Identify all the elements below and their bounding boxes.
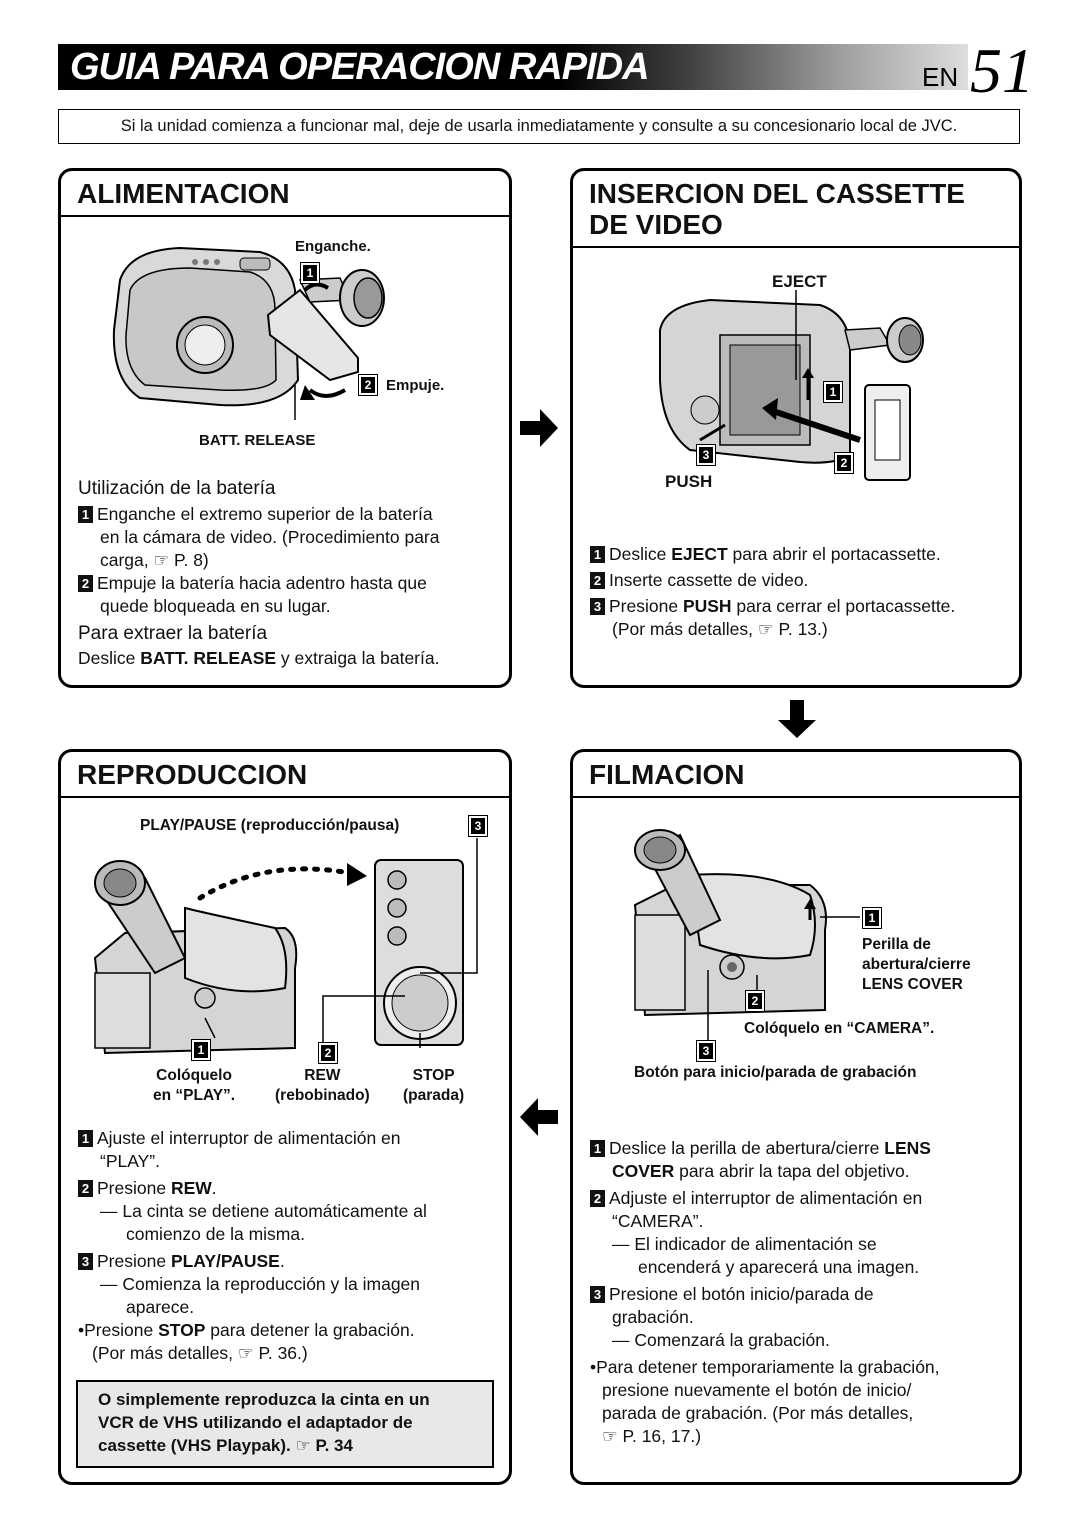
step-marker-2: 2 (318, 1042, 338, 1064)
label-empuje: Empuje. (386, 377, 445, 394)
step-marker-2: 2 (358, 374, 378, 396)
label-eject: EJECT (772, 272, 827, 291)
label-boton-grabacion: Botón para inicio/parada de grabación (634, 1064, 917, 1081)
vhs-playpak-note: O simplemente reproduzca la cinta en un … (76, 1380, 494, 1468)
playback-camcorder-illustration (93, 838, 478, 1055)
subheading-utilizacion: Utilización de la batería (78, 478, 276, 499)
label-enganche: Enganche. (295, 238, 371, 255)
step-marker-2: 2 (834, 452, 854, 474)
remove-instruction: Deslice BATT. RELEASE y extraiga la bate… (78, 648, 440, 668)
page-number: 51 (970, 35, 1034, 106)
step-marker-1: 1 (300, 262, 320, 284)
arrow-left-icon (520, 1098, 558, 1136)
panel-title: INSERCION DEL CASSETTE DE VIDEO (573, 171, 1019, 248)
step-2-cont: quede bloqueada en su lugar. (100, 596, 331, 616)
step-2-note-cont: encenderá y aparecerá una imagen. (638, 1257, 920, 1277)
step-1-cont2: carga, ☞ P. 8) (100, 550, 209, 570)
label-perilla-lens-cover: Perilla de abertura/cierre LENS COVER (862, 936, 971, 993)
pause-bullet-cont2: parada de grabación. (Por más detalles, (602, 1403, 914, 1423)
step-marker-3: 3 (696, 444, 716, 466)
step-1-cont: en la cámara de video. (Procedimiento pa… (100, 527, 440, 547)
step-2-cont: “CAMERA”. (612, 1211, 704, 1231)
step-marker-1: 1 (191, 1039, 211, 1061)
step-marker-2: 2 (745, 990, 765, 1012)
label-stop: STOP(parada) (403, 1067, 465, 1104)
step-marker-1: 1 (862, 907, 882, 929)
step-3-cont: grabación. (612, 1307, 694, 1327)
step-3-note: — Comenzará la grabación. (612, 1330, 830, 1350)
cassette-insertion-illustration (659, 290, 924, 481)
step-2-note: — La cinta se detiene automáticamente al (100, 1201, 427, 1221)
stop-bullet-cont: (Por más detalles, ☞ P. 36.) (92, 1343, 308, 1363)
subheading-extraer: Para extraer la batería (78, 623, 268, 644)
language-tag: EN (922, 62, 959, 92)
panel-title: FILMACION (573, 752, 1019, 798)
label-camera: Colóquelo en “CAMERA”. (744, 1020, 935, 1037)
pause-bullet-cont3: ☞ P. 16, 17.) (602, 1426, 702, 1446)
label-rew: REW(rebobinado) (275, 1067, 370, 1104)
page-title: GUIA PARA OPERACION RAPIDA (70, 46, 650, 88)
label-batt-release: BATT. RELEASE (199, 432, 316, 449)
recording-camcorder-illustration (633, 829, 860, 1040)
pause-bullet-cont: presione nuevamente el botón de inicio/ (602, 1380, 912, 1400)
label-playpause: PLAY/PAUSE (reproducción/pausa) (140, 817, 400, 834)
step-1-cont: COVER para abrir la tapa del objetivo. (612, 1161, 910, 1181)
arrow-right-icon (520, 409, 558, 447)
stop-bullet: •Presione STOP para detener la grabación… (78, 1320, 415, 1340)
panel-alimentacion: ALIMENTACION (58, 168, 512, 688)
step-3-note: — Comienza la reproducción y la imagen (100, 1274, 421, 1294)
step-marker-3: 3 (468, 815, 488, 837)
arrow-down-icon (778, 700, 816, 738)
title-bar (58, 44, 968, 90)
step-marker-1: 1 (823, 381, 843, 403)
step-2-note: — El indicador de alimentación se (612, 1234, 877, 1254)
panel-title: ALIMENTACION (61, 171, 509, 217)
step-3-cont: (Por más detalles, ☞ P. 13.) (612, 619, 828, 639)
step-3-note-cont: aparece. (126, 1297, 195, 1317)
pause-bullet: •Para detener temporariamente la grabaci… (590, 1357, 940, 1377)
step-marker-3: 3 (696, 1040, 716, 1062)
warning-notice: Si la unidad comienza a funcionar mal, d… (58, 109, 1020, 144)
panel-title: REPRODUCCION (61, 752, 509, 798)
label-push: PUSH (665, 472, 713, 491)
step-1-cont: “PLAY”. (100, 1151, 160, 1171)
panel-filmacion: FILMACION (570, 749, 1022, 1485)
step-2-note-cont: comienzo de la misma. (126, 1224, 305, 1244)
camcorder-battery-illustration (112, 246, 385, 420)
